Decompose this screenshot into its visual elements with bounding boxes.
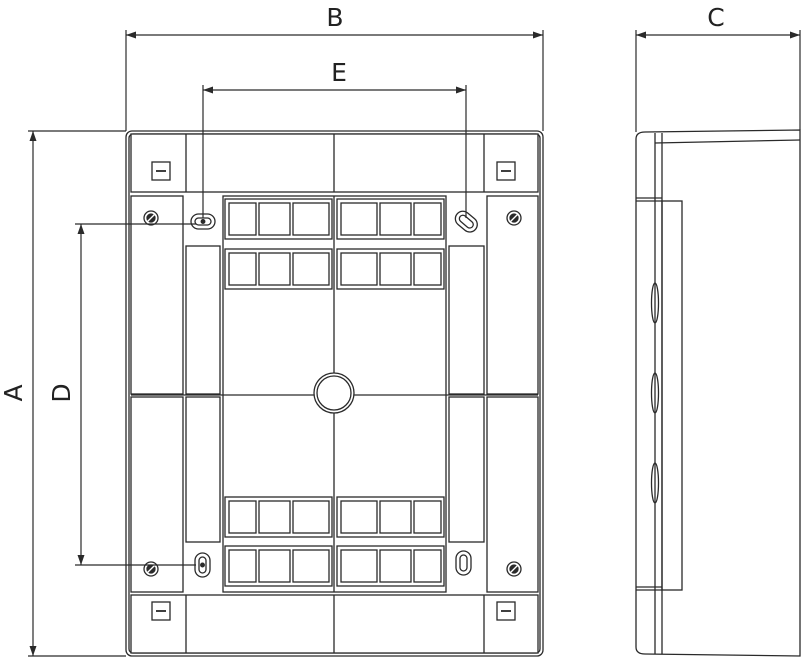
right-inner-rail xyxy=(448,245,485,395)
dimension-lines xyxy=(28,30,801,657)
left-inner-rail-2 xyxy=(185,396,221,543)
side-view xyxy=(635,129,801,657)
dimension-B-label: B xyxy=(326,3,343,32)
dimension-A-label: A xyxy=(0,384,28,401)
left-inner-rail xyxy=(185,245,221,395)
dimension-E-label: E xyxy=(331,58,347,87)
left-rail-bottom xyxy=(130,396,184,593)
right-rail-bottom xyxy=(486,396,539,593)
dimension-labels: B C E A D xyxy=(0,3,725,403)
knockout-row-bottom-2 xyxy=(224,545,445,587)
right-rail-top xyxy=(486,195,539,395)
center-knockout xyxy=(313,372,355,414)
knockout-row-top-1 xyxy=(224,198,445,240)
knockout-row-bottom-1 xyxy=(224,496,445,538)
knockout-row-top-2 xyxy=(224,248,445,290)
screw-icon xyxy=(143,210,522,577)
dimension-D-label: D xyxy=(47,383,76,402)
left-rail-top xyxy=(130,195,184,395)
front-view xyxy=(125,130,544,657)
right-inner-rail-2 xyxy=(448,396,485,543)
knockout-square-icon xyxy=(151,161,516,621)
dimension-C-label: C xyxy=(707,3,724,32)
